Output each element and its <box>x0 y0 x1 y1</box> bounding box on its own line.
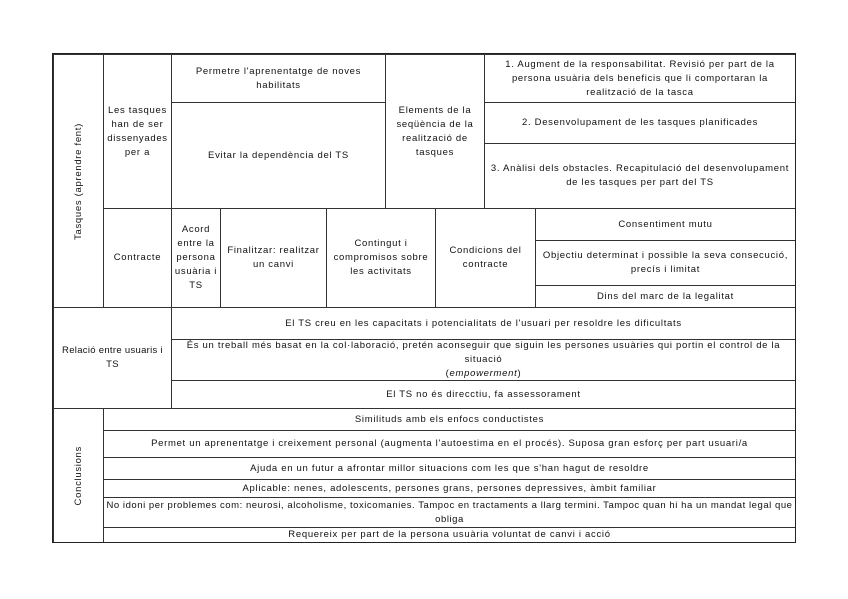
sequence-label: Elements de la seqüència de la realitzac… <box>385 54 485 209</box>
conclusion-item: Requereix per part de la persona usuària… <box>103 527 796 543</box>
section-tasques: Tasques (aprendre fent) <box>53 54 104 308</box>
relacio-item: El TS creu en les capacitats i potencial… <box>171 307 796 340</box>
contract-conditions-label: Condicions del contracte <box>435 208 536 308</box>
contract-content: Contingut i compromisos sobre les activi… <box>326 208 436 308</box>
relacio-item: És un treball més basat en la col·labora… <box>171 339 796 381</box>
sequence-item: 1. Augment de la responsabilitat. Revisi… <box>484 54 796 103</box>
relacio-label: Relació entre usuaris i TS <box>53 307 172 409</box>
designed-for-label: Les tasques han de ser dissenyades per a <box>103 54 172 209</box>
relacio-item: El TS no és direcctiu, fa assessorament <box>171 380 796 409</box>
contract-agreement: Acord entre la persona usuària i TS <box>171 208 221 308</box>
designed-for-item: Permetre l'aprenentatge de noves habilit… <box>171 54 386 103</box>
conclusion-item: Ajuda en un futur a afrontar millor situ… <box>103 457 796 480</box>
section-label: Tasques (aprendre fent) <box>72 122 84 240</box>
conclusion-item: Aplicable: nenes, adolescents, persones … <box>103 479 796 498</box>
conclusion-item: Permet un aprenentatge i creixement pers… <box>103 430 796 458</box>
designed-for-item: Evitar la dependència del TS <box>171 102 386 209</box>
section-label: Conclusions <box>72 445 84 506</box>
contract-condition: Consentiment mutu <box>535 208 796 241</box>
contract-label: Contracte <box>103 208 172 308</box>
relacio-item-emphasis: (empowerment) <box>445 368 522 379</box>
section-conclusions: Conclusions <box>53 408 104 543</box>
contract-condition: Objectiu determinat i possible la seva c… <box>535 240 796 286</box>
relacio-item-text: És un treball més basat en la col·labora… <box>186 340 781 365</box>
conclusion-item: Similituds amb els enfocs conductistes <box>103 408 796 431</box>
contract-condition: Dins del marc de la legalitat <box>535 285 796 308</box>
emphasis-word: empowerment <box>449 368 518 379</box>
contract-finalize: Finalitzar: realitzar un canvi <box>220 208 327 308</box>
sequence-item: 3. Anàlisi dels obstacles. Recapitulació… <box>484 143 796 209</box>
sequence-item: 2. Desenvolupament de les tasques planif… <box>484 102 796 144</box>
conclusion-item: No idoni per problemes com: neurosi, alc… <box>103 497 796 528</box>
